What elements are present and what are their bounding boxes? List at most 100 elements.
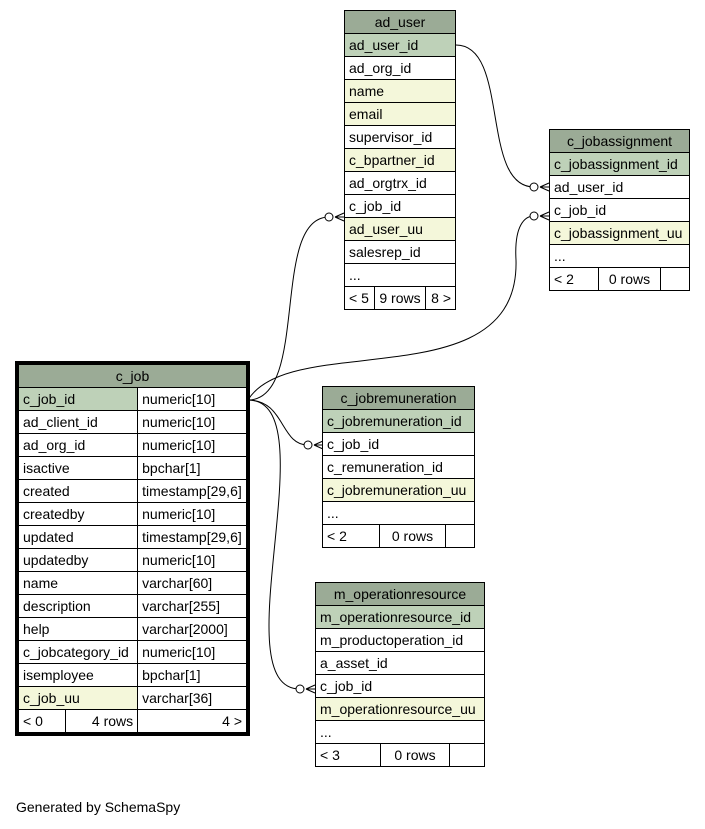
column-m-productoperation-id: m_productoperation_id xyxy=(315,628,485,652)
column-a-asset-id: a_asset_id xyxy=(315,651,485,675)
table-m-operationresource[interactable]: m_operationresource m_operationresource_… xyxy=(315,582,485,767)
column-type-cell: numeric[10] xyxy=(137,502,247,526)
row-count: 4 rows xyxy=(64,709,139,733)
children-link xyxy=(449,743,485,767)
column-name: name xyxy=(344,79,456,103)
column-ad-user-uu: ad_user_uu xyxy=(344,217,456,241)
column-type-cell: numeric[10] xyxy=(137,640,247,664)
column-type-cell: bpchar[1] xyxy=(137,456,247,480)
column-type-cell: numeric[10] xyxy=(137,433,247,457)
parents-link[interactable]: < 2 xyxy=(322,524,380,548)
column-m-operationresource-uu: m_operationresource_uu xyxy=(315,697,485,721)
link-cjob-to-ad-user xyxy=(247,216,330,401)
column-c-jobremuneration-uu: c_jobremuneration_uu xyxy=(322,478,475,502)
optional-marker xyxy=(303,440,313,450)
parents-link[interactable]: < 2 xyxy=(549,267,599,291)
column-name-cell: c_job_uu xyxy=(17,686,139,710)
column-name-cell: c_jobcategory_id xyxy=(17,640,139,664)
column-c-job-id: c_job_id xyxy=(344,194,456,218)
column-type-cell: bpchar[1] xyxy=(137,663,247,687)
column-type-cell: numeric[10] xyxy=(137,387,247,411)
column-m-operationresource-id: m_operationresource_id xyxy=(315,605,485,629)
link-cjob-to-jobremuneration xyxy=(247,399,309,446)
table-c-jobassignment[interactable]: c_jobassignment c_jobassignment_id ad_us… xyxy=(549,129,690,291)
children-link[interactable]: 8 > xyxy=(425,286,456,310)
column-name-cell: createdby xyxy=(17,502,139,526)
column-name-cell: created xyxy=(17,479,139,503)
optional-marker xyxy=(529,211,539,221)
table-title[interactable]: c_job xyxy=(18,364,247,388)
column-more: ... xyxy=(344,263,456,287)
table-title[interactable]: m_operationresource xyxy=(315,582,485,606)
column-name-cell: updated xyxy=(17,525,139,549)
column-type-cell: numeric[10] xyxy=(137,548,247,572)
column-more: ... xyxy=(322,501,475,525)
column-c-job-id: c_job_id xyxy=(322,432,475,456)
generated-by-footer: Generated by SchemaSpy xyxy=(16,799,181,815)
column-name-cell: c_job_id xyxy=(17,387,139,411)
parents-link[interactable]: < 5 xyxy=(344,286,375,310)
optional-marker xyxy=(295,684,305,694)
column-name-cell: description xyxy=(17,594,139,618)
optional-marker xyxy=(324,212,334,222)
column-salesrep-id: salesrep_id xyxy=(344,240,456,264)
column-name-cell: ad_client_id xyxy=(17,410,139,434)
column-c-jobassignment-id: c_jobassignment_id xyxy=(549,152,690,176)
column-c-jobremuneration-id: c_jobremuneration_id xyxy=(322,409,475,433)
row-count: 0 rows xyxy=(380,743,450,767)
column-type-cell: numeric[10] xyxy=(137,410,247,434)
children-link[interactable]: 4 > xyxy=(137,709,247,733)
link-cjob-to-operationresource xyxy=(247,399,301,690)
column-type-cell: varchar[36] xyxy=(137,686,247,710)
column-name-cell: isactive xyxy=(17,456,139,480)
column-name-cell: ad_org_id xyxy=(17,433,139,457)
column-c-job-id: c_job_id xyxy=(549,198,690,222)
column-email: email xyxy=(344,102,456,126)
row-count: 9 rows xyxy=(373,286,427,310)
column-ad-user-id: ad_user_id xyxy=(549,175,690,199)
table-title[interactable]: c_jobremuneration xyxy=(322,386,475,410)
column-c-bpartner-id: c_bpartner_id xyxy=(344,148,456,172)
parents-link[interactable]: < 0 xyxy=(18,709,66,733)
table-title[interactable]: c_jobassignment xyxy=(549,129,690,153)
table-c-jobremuneration[interactable]: c_jobremuneration c_jobremuneration_id c… xyxy=(322,386,475,548)
column-name-cell: name xyxy=(17,571,139,595)
column-supervisor-id: supervisor_id xyxy=(344,125,456,149)
column-c-jobassignment-uu: c_jobassignment_uu xyxy=(549,221,690,245)
row-count: 0 rows xyxy=(598,267,661,291)
column-more: ... xyxy=(549,244,690,268)
column-type-cell: timestamp[29,6] xyxy=(137,479,247,503)
column-c-job-id: c_job_id xyxy=(315,674,485,698)
column-c-remuneration-id: c_remuneration_id xyxy=(322,455,475,479)
column-type-cell: varchar[255] xyxy=(137,594,247,618)
column-more: ... xyxy=(315,720,485,744)
column-ad-orgtrx-id: ad_orgtrx_id xyxy=(344,171,456,195)
optional-marker xyxy=(529,182,539,192)
column-name-cell: help xyxy=(17,617,139,641)
column-name-cell: isemployee xyxy=(17,663,139,687)
row-count: 0 rows xyxy=(379,524,446,548)
table-ad-user[interactable]: ad_user ad_user_id ad_org_id name email … xyxy=(344,10,456,310)
link-ad-user-to-jobassignment xyxy=(455,44,535,188)
table-title[interactable]: ad_user xyxy=(344,10,456,34)
column-type-cell: varchar[2000] xyxy=(137,617,247,641)
column-name-cell: updatedby xyxy=(17,548,139,572)
children-link xyxy=(445,524,475,548)
parents-link[interactable]: < 3 xyxy=(315,743,381,767)
